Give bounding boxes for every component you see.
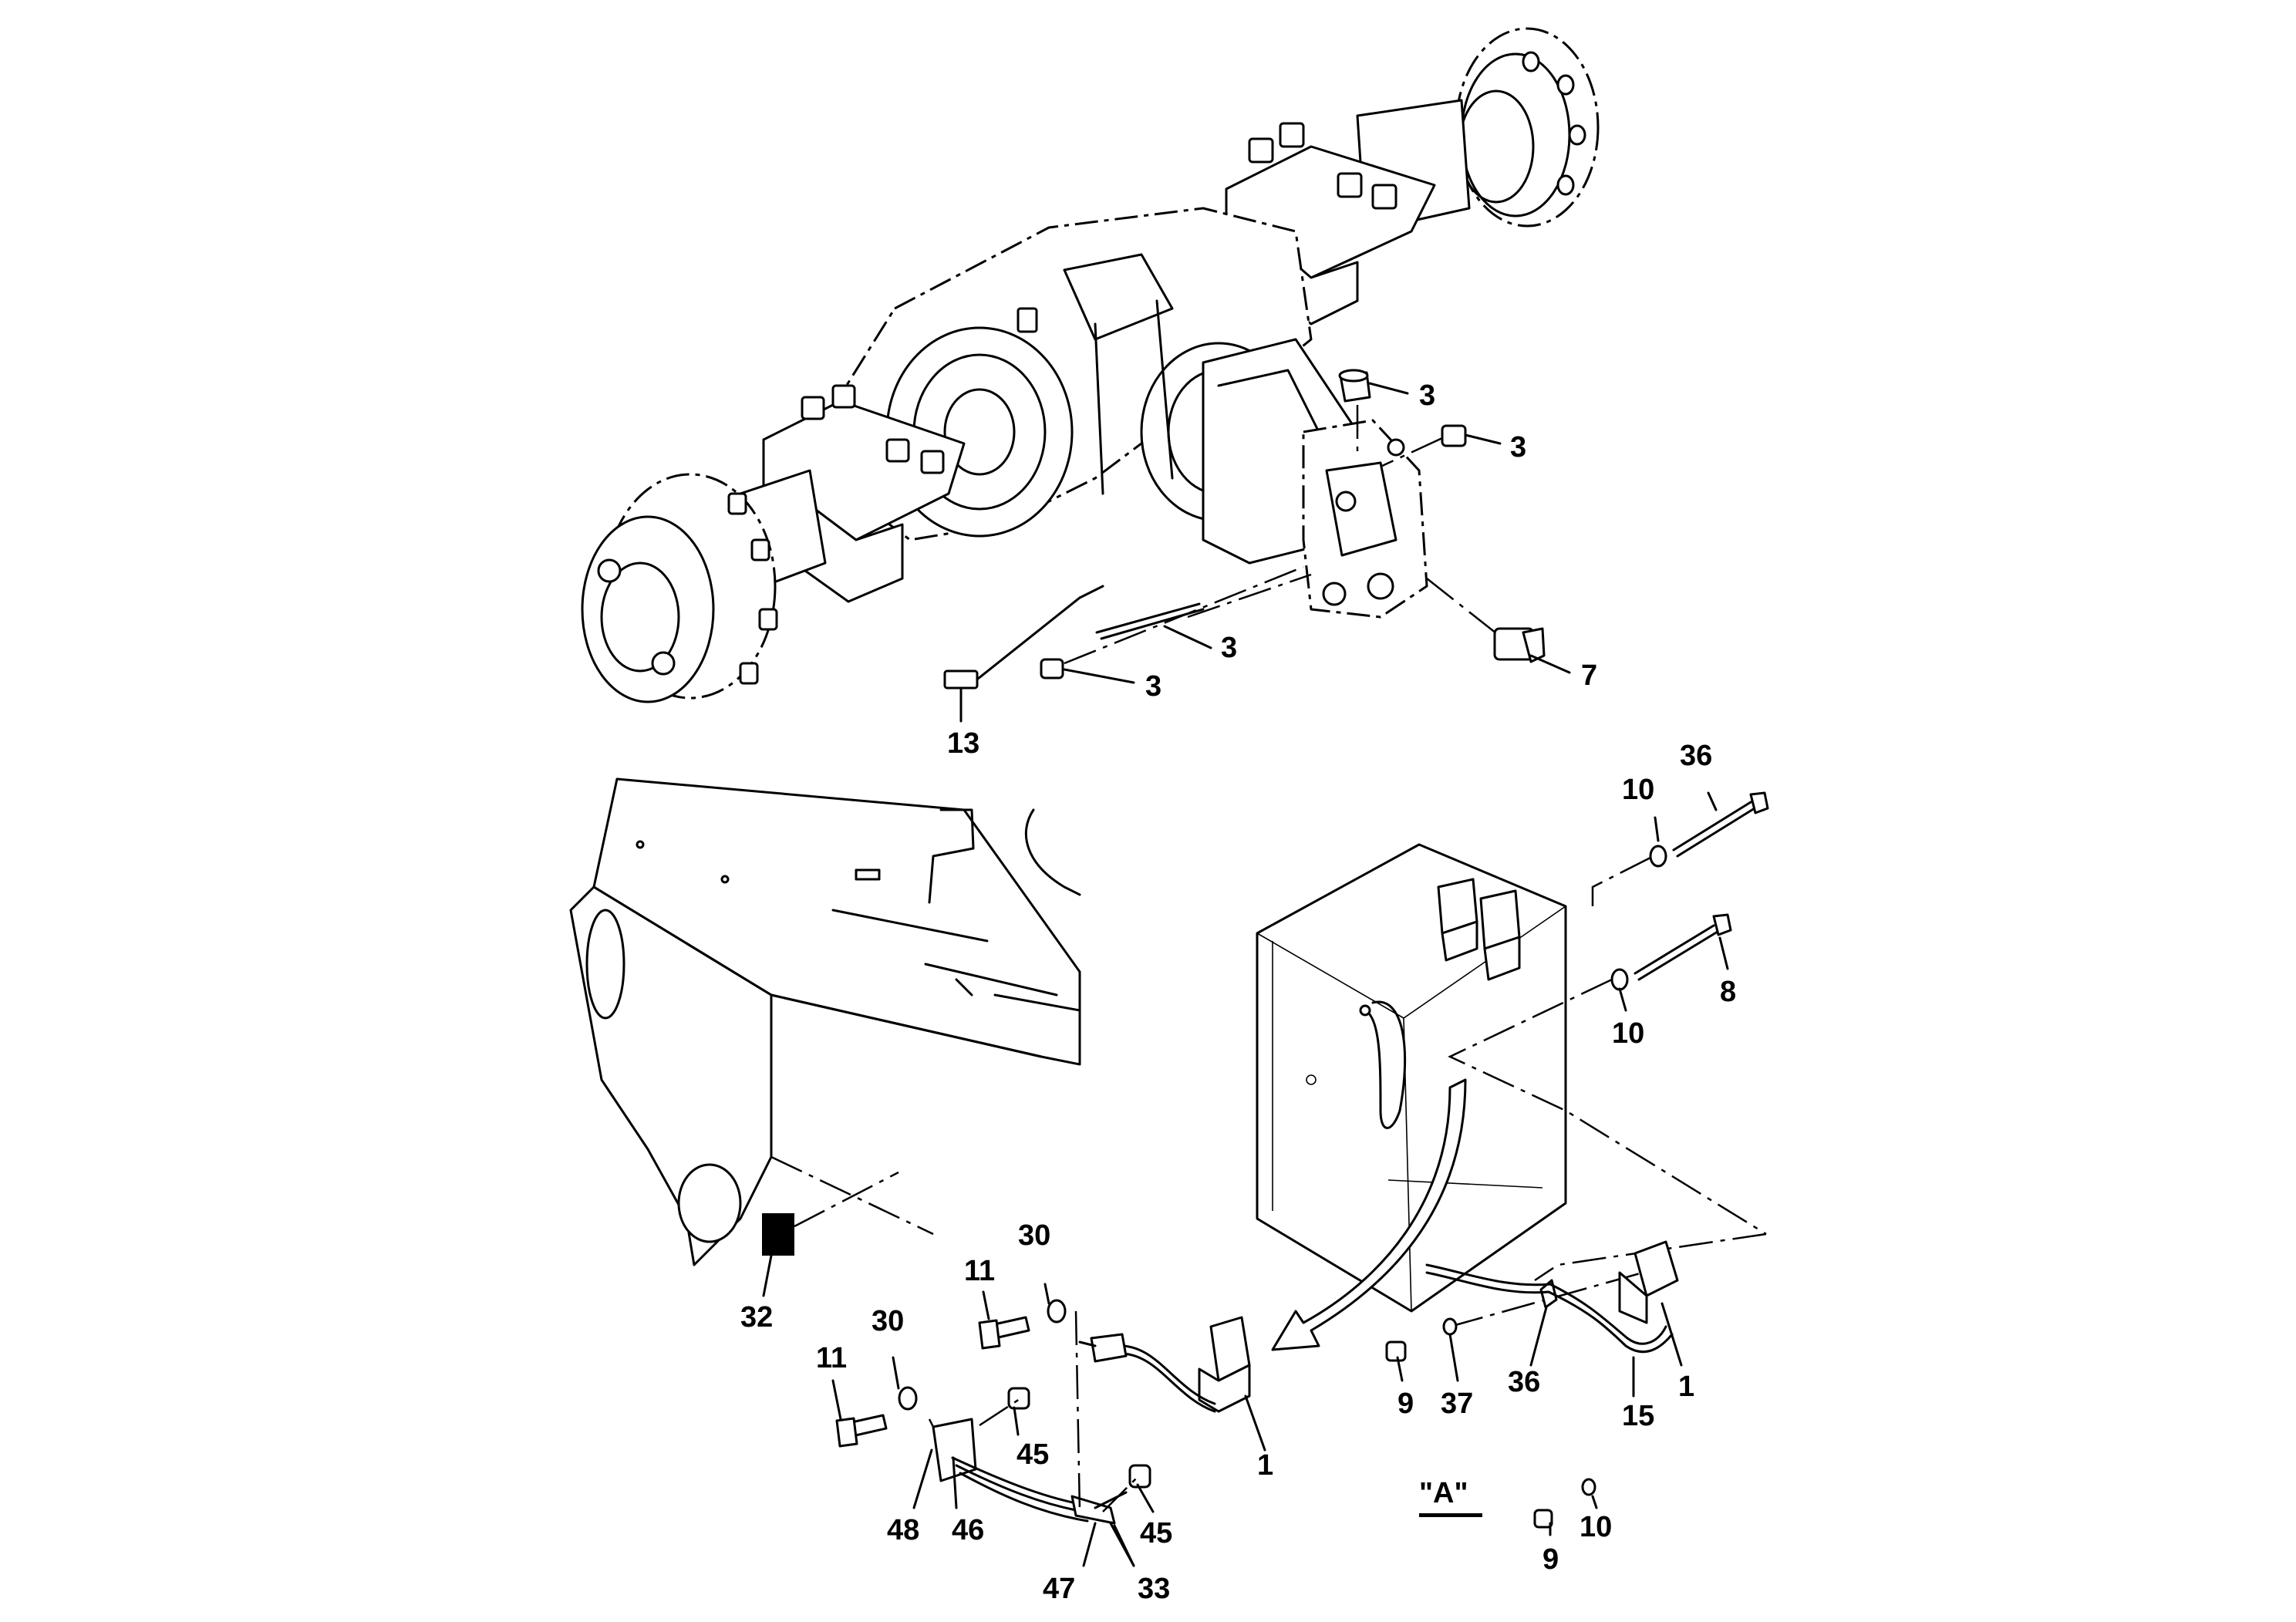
decal-32 <box>762 1213 794 1256</box>
plug-3-right <box>1441 424 1467 447</box>
callout-45-lower: 45 <box>1140 1517 1172 1549</box>
callout-3-plug-right: 3 <box>1510 431 1526 464</box>
harness-right <box>1385 1240 1683 1536</box>
sensor-13 <box>943 585 1104 690</box>
callout-30-lower: 30 <box>872 1305 904 1337</box>
plug-3-top <box>1338 369 1371 403</box>
callout-36-bolt: 36 <box>1680 740 1712 772</box>
callout-11-upper: 11 <box>964 1255 995 1287</box>
bolt-36-top <box>1649 791 1769 868</box>
callout-3-rod: 3 <box>1221 632 1237 664</box>
valve-block <box>1302 419 1428 619</box>
callout-46: 46 <box>952 1514 984 1546</box>
callout-37: 37 <box>1441 1388 1473 1420</box>
view-a-text: "A" <box>1419 1477 1468 1509</box>
callout-labels: 3 3 3 3 7 13 36 10 8 10 32 30 11 30 11 4… <box>740 379 1736 1605</box>
callout-47: 47 <box>1043 1573 1075 1605</box>
callout-3-plug-small: 3 <box>1145 670 1161 703</box>
callout-15: 15 <box>1622 1400 1654 1432</box>
top-leaders <box>959 382 1571 723</box>
harness-left <box>831 1283 1266 1567</box>
callout-33: 33 <box>1138 1573 1170 1605</box>
callout-30-upper: 30 <box>1018 1219 1050 1252</box>
electrical-box <box>1256 843 1567 1313</box>
callout-10-washer-top: 10 <box>1622 774 1654 806</box>
plug-3-rod <box>1095 602 1205 640</box>
bolt-8 <box>1610 913 1732 991</box>
callout-10-washer-mid: 10 <box>1612 1017 1644 1050</box>
chassis-bracket <box>569 777 1081 1297</box>
callout-36-clamp: 36 <box>1508 1366 1540 1398</box>
callout-1-right: 1 <box>1678 1371 1694 1403</box>
plug-3-small <box>1040 658 1064 679</box>
callout-32: 32 <box>740 1301 773 1334</box>
left-wheel-hub <box>581 473 778 703</box>
box-right-leaders <box>1618 791 1729 1012</box>
view-a-underline <box>1419 1513 1482 1517</box>
callout-9-upper: 9 <box>1397 1388 1414 1420</box>
fitting-7 <box>1493 627 1546 663</box>
callout-13: 13 <box>947 727 979 760</box>
callout-9-lower: 9 <box>1542 1543 1559 1576</box>
right-wheel-hub <box>1455 27 1600 228</box>
callout-11-lower: 11 <box>816 1342 847 1374</box>
callout-48: 48 <box>887 1514 919 1546</box>
callout-8: 8 <box>1720 976 1736 1008</box>
callout-45-upper: 45 <box>1017 1438 1049 1471</box>
routing-arrow <box>1271 1078 1467 1351</box>
view-a-label: "A" <box>1419 1477 1482 1517</box>
callout-10-washer-lower: 10 <box>1580 1511 1612 1543</box>
callout-7: 7 <box>1581 659 1597 692</box>
callout-1-left: 1 <box>1257 1449 1273 1482</box>
callout-3-plug-top: 3 <box>1419 379 1435 412</box>
axle-assembly <box>581 27 1600 703</box>
